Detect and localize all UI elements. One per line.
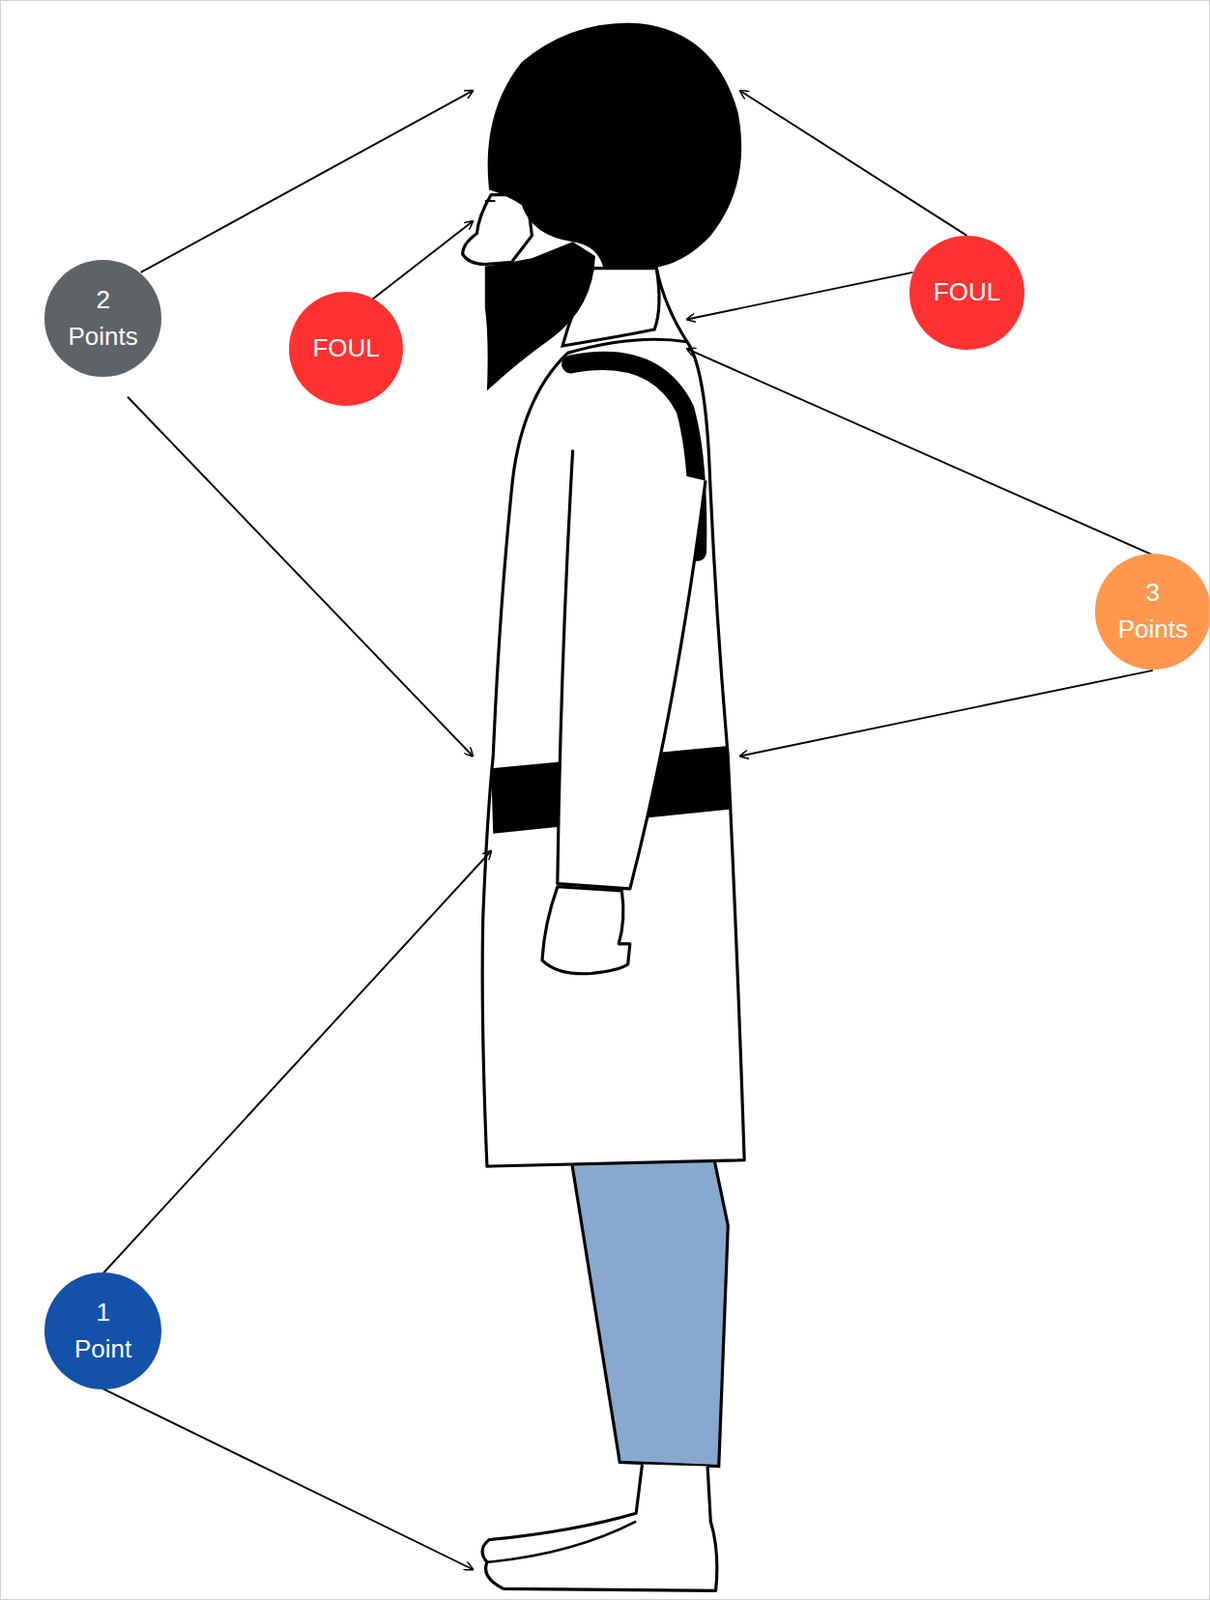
beard [485,241,596,391]
leader-line [127,397,473,757]
score-circle: FOUL [909,235,1024,350]
leader-line [141,90,473,273]
toe-line [487,1522,636,1563]
kurta [482,339,745,1167]
score-circle: FOUL [288,291,404,406]
sleeve [557,450,706,890]
turban [488,23,743,269]
neck-back [656,268,688,343]
feet [482,1464,718,1591]
eye [485,200,496,202]
score-label: FOUL [312,330,379,368]
leader-line [373,221,474,299]
score-circle: 3 Points [1094,553,1210,670]
pants [571,1152,729,1467]
hand [542,887,631,975]
score-label: 2 Points [66,282,141,355]
leader-line [687,348,1153,555]
score-label: 3 Points [1116,575,1190,648]
leader-line [687,272,913,320]
leader-line [740,670,1153,757]
score-label: 1 Point [66,1295,141,1368]
face [462,195,533,265]
leader-line [103,851,491,1274]
leader-line [103,1388,473,1570]
score-circle: 1 Point [44,1272,161,1389]
score-circle: 2 Points [44,259,161,376]
leader-line [740,90,968,236]
score-label: FOUL [933,274,1001,312]
